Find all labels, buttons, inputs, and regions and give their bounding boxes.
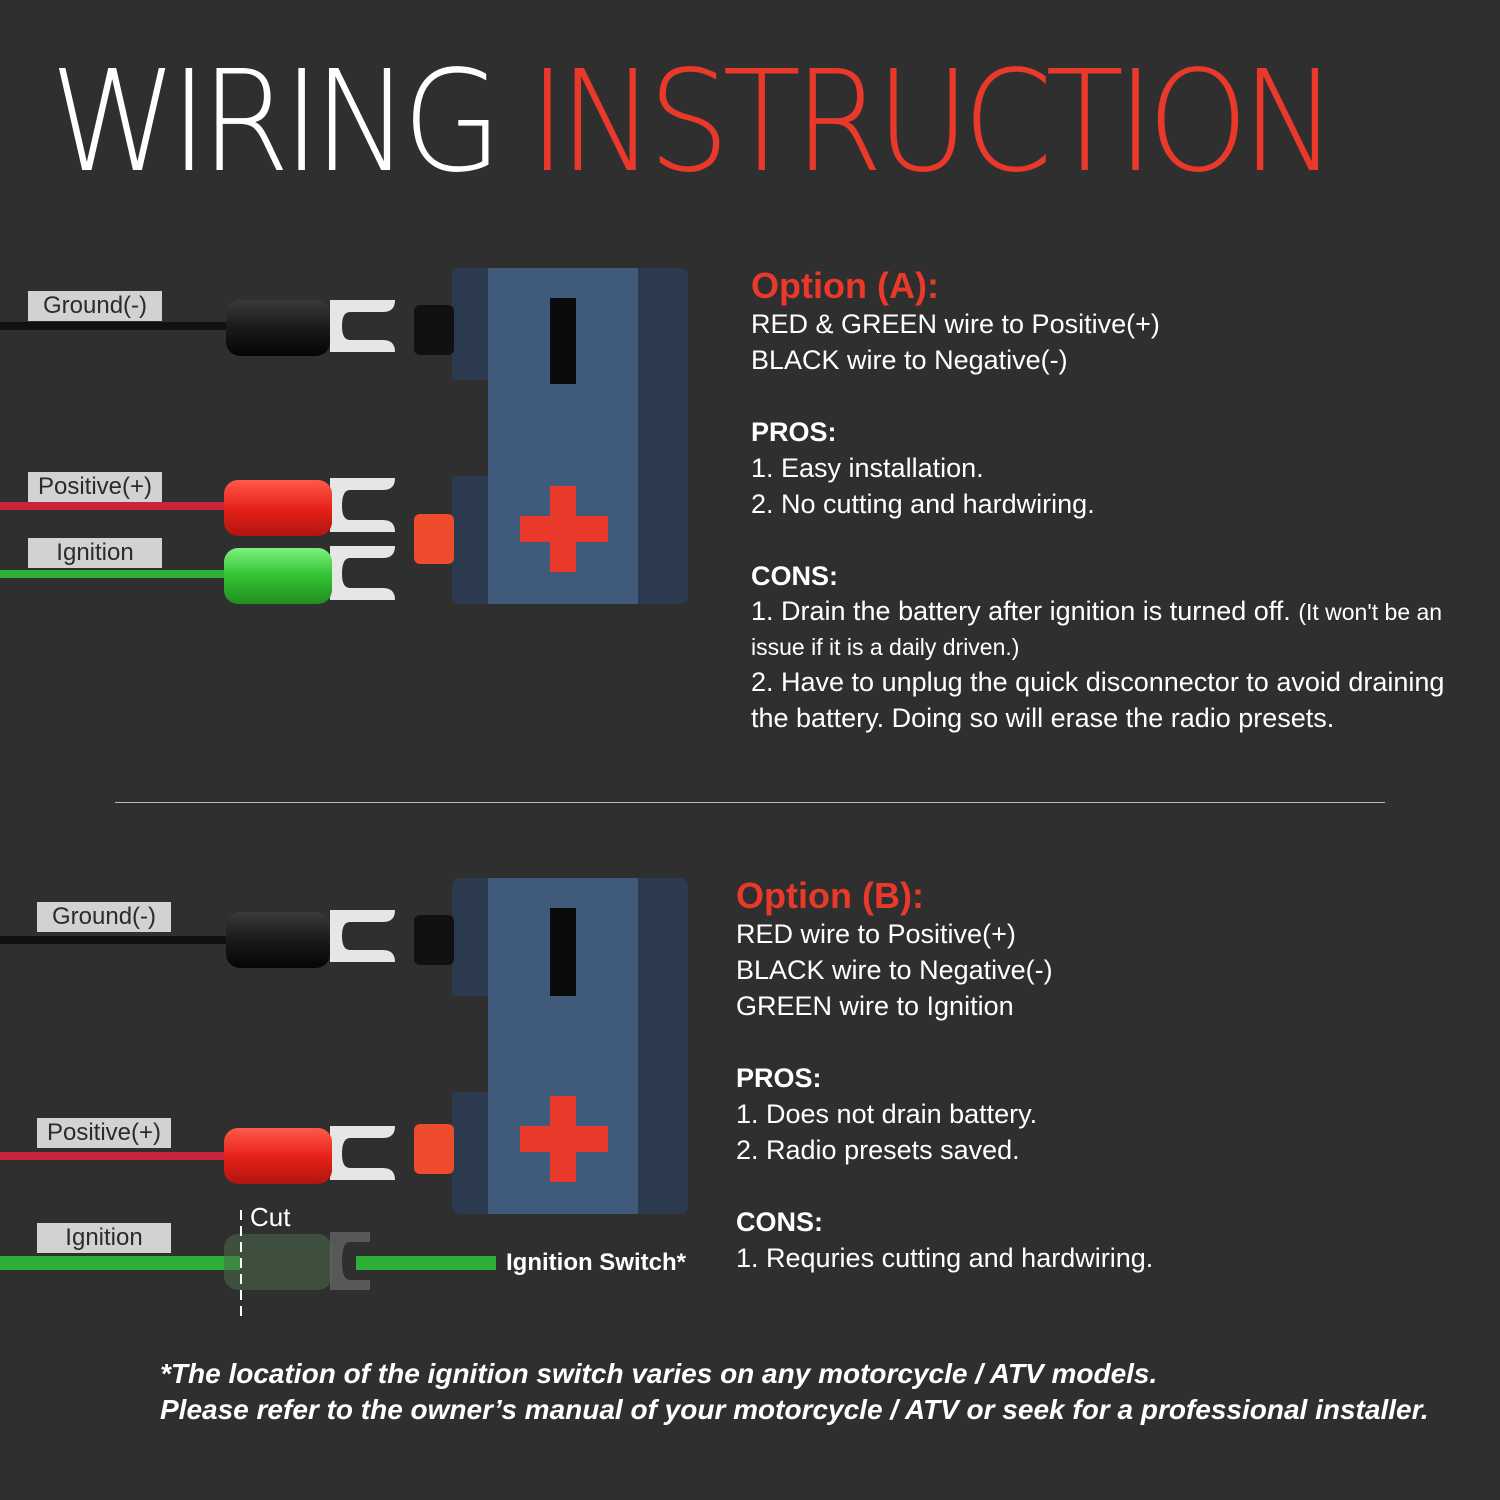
- option-b-cons-heading: CONS:: [736, 1207, 823, 1237]
- option-b-line: RED wire to Positive(+): [736, 919, 1016, 949]
- option-a-con-note: (It won't be an issue if it is a daily d…: [751, 599, 1443, 660]
- ignition-label: Ignition: [28, 538, 162, 568]
- option-a-line: RED & GREEN wire to Positive(+): [751, 309, 1160, 339]
- wiring-diagram-b-svg: [0, 878, 688, 1318]
- diagram-option-a: Ground(-) Positive(+) Ignition: [0, 260, 700, 720]
- battery-icon: [414, 268, 688, 604]
- option-b-pros-heading: PROS:: [736, 1063, 822, 1093]
- plus-icon: [520, 1096, 608, 1182]
- ground-wire: [0, 300, 395, 356]
- footnote: *The location of the ignition switch var…: [160, 1356, 1460, 1428]
- option-b-title: Option (B):: [736, 875, 924, 916]
- option-a-panel: Option (A): RED & GREEN wire to Positive…: [751, 266, 1481, 736]
- option-b-line: GREEN wire to Ignition: [736, 991, 1014, 1021]
- ring-terminal-icon: [330, 300, 395, 352]
- plus-icon: [520, 486, 608, 572]
- positive-post: [414, 1124, 454, 1174]
- diagram-option-b: Ground(-) Positive(+) Ignition Cut Ignit…: [0, 870, 700, 1330]
- ignition-wire-cut: [0, 1210, 496, 1318]
- option-b-pro-item: 2. Radio presets saved.: [736, 1135, 1020, 1165]
- battery-icon: [414, 878, 688, 1214]
- option-a-pro-item: 2. No cutting and hardwiring.: [751, 489, 1095, 519]
- option-b-line: BLACK wire to Negative(-): [736, 955, 1053, 985]
- minus-icon: [550, 908, 576, 996]
- footnote-line: Please refer to the owner’s manual of yo…: [160, 1394, 1429, 1425]
- ground-wire: [0, 910, 395, 968]
- option-a-con-text: 1. Drain the battery after ignition is t…: [751, 596, 1291, 626]
- ground-label: Ground(-): [37, 902, 171, 932]
- ignition-wire: [0, 546, 395, 604]
- positive-post: [414, 514, 454, 564]
- option-a-line: BLACK wire to Negative(-): [751, 345, 1068, 375]
- ring-terminal-icon: [330, 1126, 395, 1180]
- title-word-instruction: INSTRUCTION: [528, 41, 1337, 204]
- negative-post: [414, 915, 454, 965]
- minus-icon: [550, 298, 576, 384]
- ignition-switch-label: Ignition Switch*: [506, 1249, 686, 1276]
- option-b-con-item: 1. Requries cutting and hardwiring.: [736, 1243, 1154, 1273]
- ignition-label: Ignition: [37, 1223, 171, 1253]
- positive-label: Positive(+): [37, 1118, 171, 1148]
- option-a-con-item: 1. Drain the battery after ignition is t…: [751, 594, 1481, 664]
- ring-terminal-icon: [330, 910, 395, 962]
- option-b-pro-item: 1. Does not drain battery.: [736, 1099, 1038, 1129]
- option-a-con-item: 2. Have to unplug the quick disconnector…: [751, 667, 1445, 733]
- option-a-pros-heading: PROS:: [751, 417, 837, 447]
- ground-label: Ground(-): [28, 291, 162, 321]
- title-word-wiring: WIRING: [50, 41, 502, 204]
- ring-terminal-icon: [330, 478, 395, 532]
- ring-terminal-icon: [330, 546, 395, 600]
- cut-label: Cut: [250, 1202, 291, 1232]
- positive-wire: [0, 1126, 395, 1184]
- negative-post: [414, 305, 454, 355]
- positive-wire: [0, 478, 395, 536]
- footnote-line: *The location of the ignition switch var…: [160, 1358, 1158, 1389]
- page-title: WIRING INSTRUCTION: [50, 48, 1356, 198]
- option-a-title: Option (A):: [751, 265, 939, 306]
- section-divider: [115, 802, 1385, 803]
- option-b-panel: Option (B): RED wire to Positive(+) BLAC…: [736, 876, 1436, 1276]
- option-a-pro-item: 1. Easy installation.: [751, 453, 984, 483]
- option-a-cons-heading: CONS:: [751, 561, 838, 591]
- wiring-diagram-a-svg: [0, 268, 688, 604]
- positive-label: Positive(+): [28, 472, 162, 502]
